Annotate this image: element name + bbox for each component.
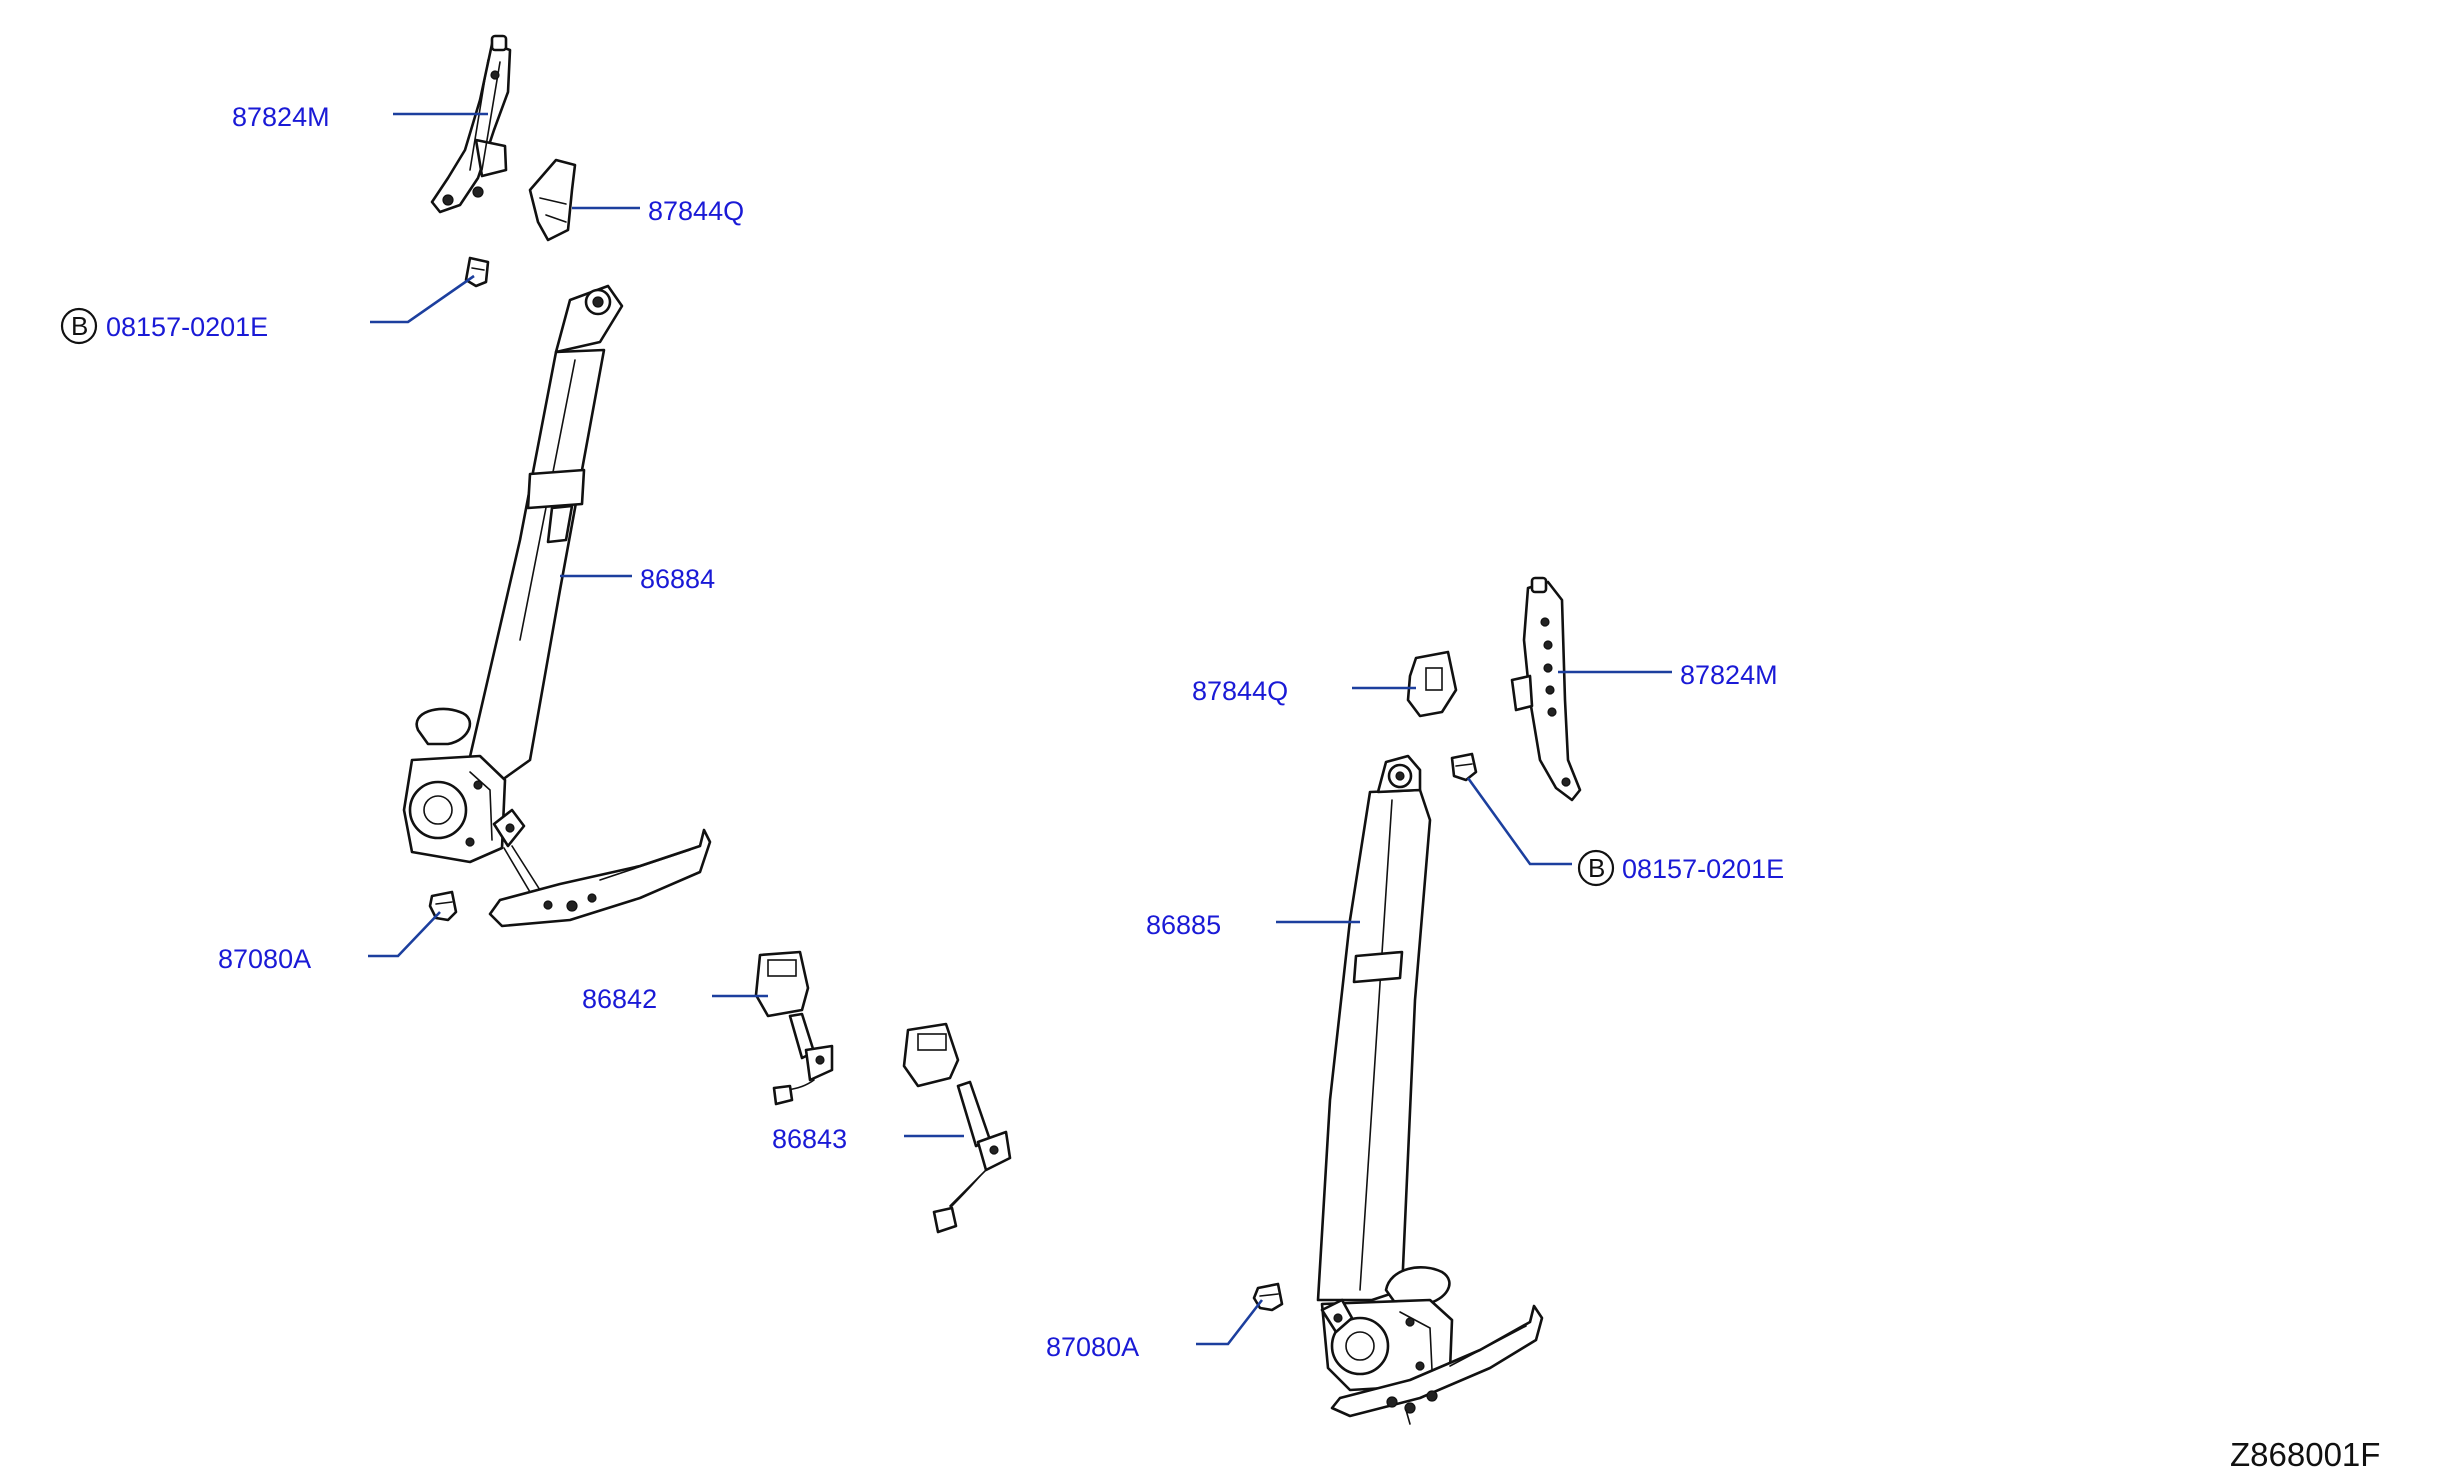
bolt-right <box>1450 752 1478 782</box>
label-right-belt: 86885 <box>1146 910 1221 940</box>
diagram-reference-code: Z868001F <box>2230 1436 2380 1473</box>
bolt-left <box>464 256 490 288</box>
height-adjuster-guide-left <box>430 34 512 214</box>
label-right-anchor-bolt: 87080A <box>1046 1332 1139 1362</box>
bolt-symbol-circle-left <box>60 307 98 345</box>
buckle-assembly-86843 <box>902 1022 1012 1234</box>
leader-lines <box>368 112 1672 1346</box>
leader-right-anchor-bolt <box>1196 1299 1264 1346</box>
label-buckle-86842: 86842 <box>582 984 657 1014</box>
label-left-guide: 87824M <box>232 102 330 132</box>
anchor-bolt-left <box>428 890 458 922</box>
pillar-cover-left <box>528 158 577 242</box>
anchor-bolt-right <box>1252 1282 1284 1312</box>
label-left-belt: 86884 <box>640 564 715 594</box>
label-left-cover: 87844Q <box>648 196 744 226</box>
label-left-anchor-bolt: 87080A <box>218 944 311 974</box>
bolt-symbol-left: B <box>71 311 88 341</box>
seat-belt-assembly-right <box>1316 754 1544 1425</box>
seat-belt-assembly-left <box>402 284 712 928</box>
label-left-bolt: 08157-0201E <box>106 312 268 342</box>
label-right-bolt: 08157-0201E <box>1622 854 1784 884</box>
callout-labels: 87824M 87844Q B 08157-0201E 86884 87080A… <box>60 102 2380 1473</box>
leader-left-bolt <box>370 274 475 324</box>
leader-right-bolt <box>1466 777 1572 866</box>
label-right-cover: 87844Q <box>1192 676 1288 706</box>
bolt-symbol-circle-right <box>1577 849 1615 887</box>
label-buckle-86843: 86843 <box>772 1124 847 1154</box>
pillar-cover-right <box>1406 650 1458 718</box>
label-right-guide: 87824M <box>1680 660 1778 690</box>
bolt-symbol-right: B <box>1588 853 1605 883</box>
buckle-assembly-86842 <box>754 950 834 1106</box>
height-adjuster-guide-right <box>1510 576 1582 802</box>
leader-left-anchor-bolt <box>368 911 441 958</box>
